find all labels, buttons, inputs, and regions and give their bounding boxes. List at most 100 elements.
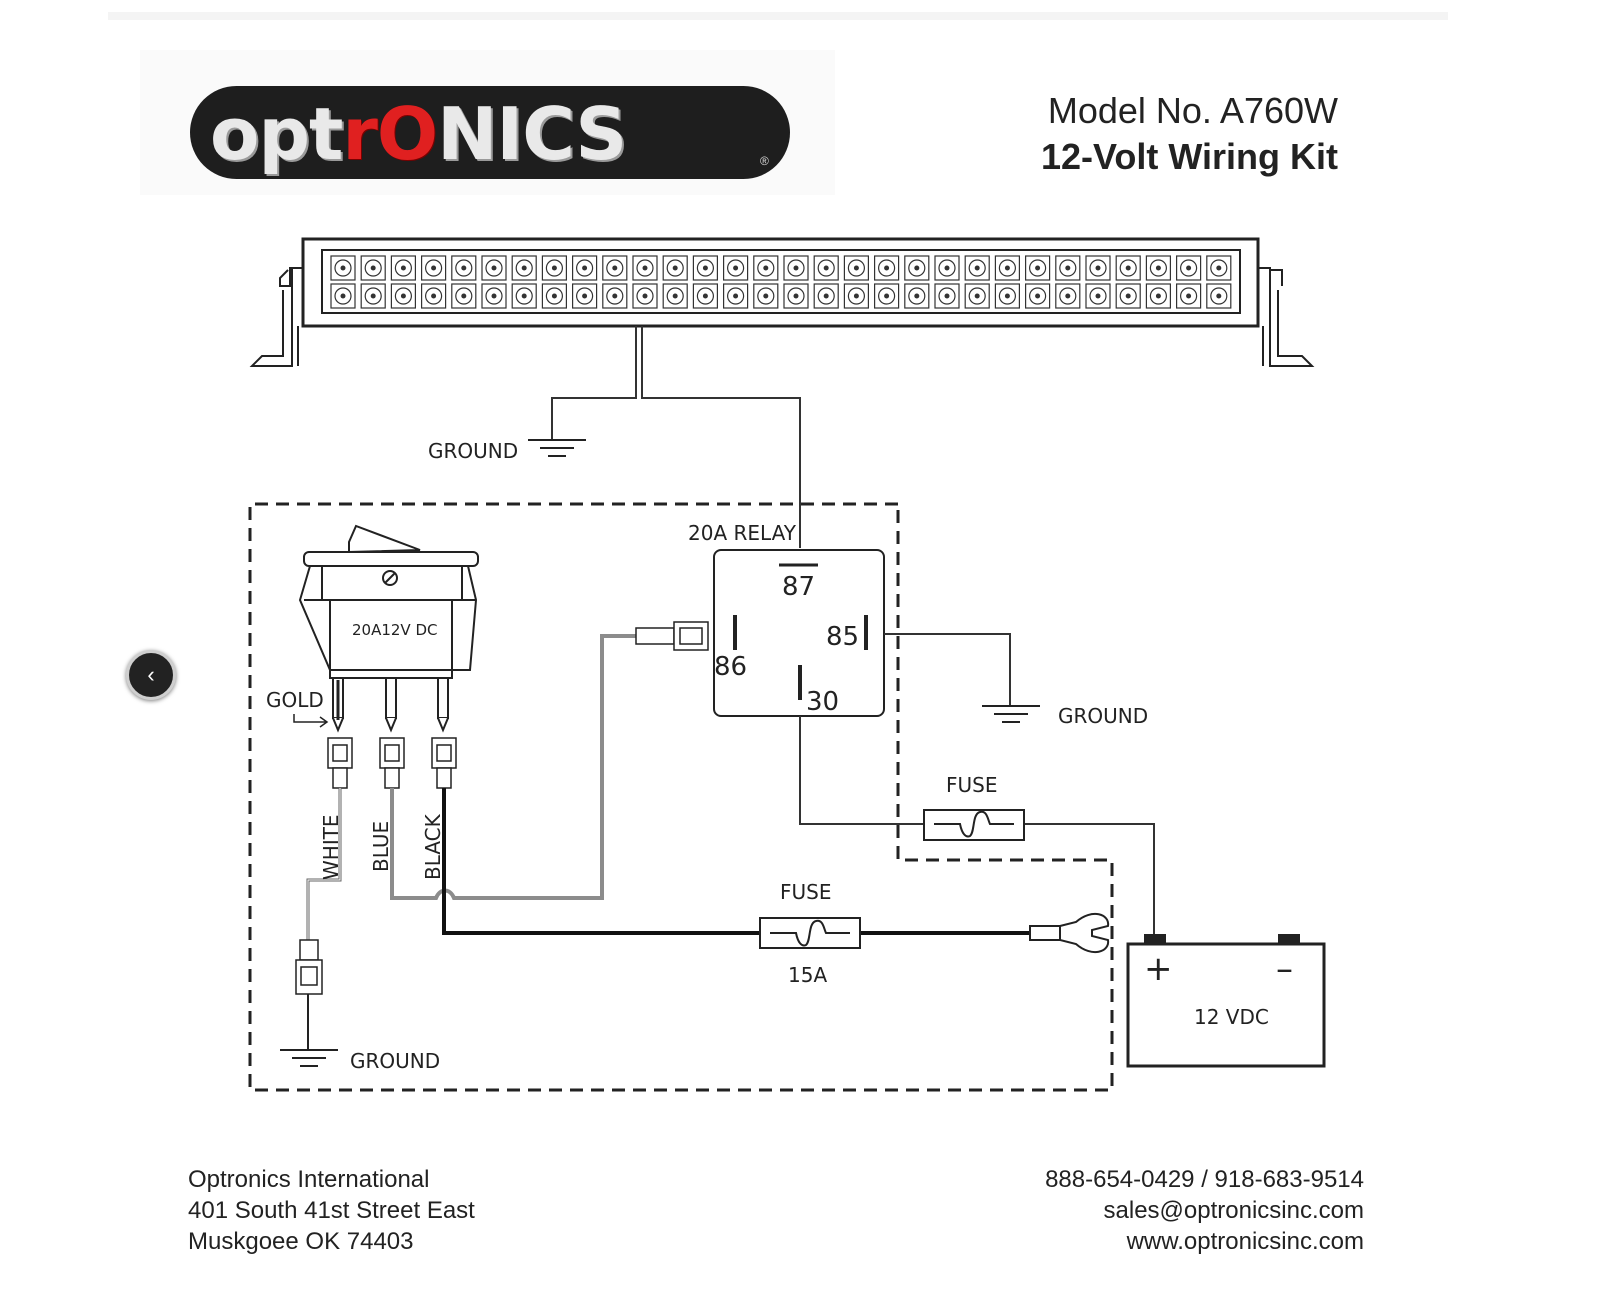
gold-label: GOLD — [266, 688, 324, 712]
fuse-upper — [923, 809, 1025, 841]
led-diode — [1216, 293, 1222, 299]
led-diode — [763, 265, 769, 271]
led-diode — [400, 293, 406, 299]
led-lens — [938, 287, 956, 305]
led-diode — [582, 293, 588, 299]
light-bar-leads — [551, 326, 801, 548]
led-diode — [491, 265, 497, 271]
led-lens — [485, 259, 503, 277]
kit-title: 12-Volt Wiring Kit — [1041, 136, 1338, 177]
led-lens — [817, 287, 835, 305]
led-lens — [1028, 287, 1047, 305]
white-ground-connector — [295, 939, 323, 995]
led-lens — [425, 287, 443, 305]
led-lens — [757, 287, 775, 305]
switch-rating: 20A12V DC — [352, 621, 438, 639]
fuse-lower — [759, 917, 861, 949]
led-lens — [968, 287, 986, 305]
led-diode — [733, 265, 739, 271]
relay-pin-86: 86 — [714, 652, 747, 682]
white-wire-label: WHITE — [319, 814, 343, 880]
led-diode — [612, 265, 618, 271]
fuse-lower-label: FUSE — [780, 880, 831, 904]
ground-symbol-top — [528, 439, 586, 457]
led-lens — [545, 287, 564, 305]
led-lens — [1149, 259, 1168, 277]
led-diode — [582, 265, 588, 271]
relay-title: 20A RELAY — [688, 521, 797, 545]
led-lens — [787, 287, 805, 305]
led-diode — [1095, 293, 1101, 299]
logo-wordmark: optrONICS — [210, 92, 627, 176]
led-lens — [545, 259, 564, 277]
led-diode — [1125, 265, 1131, 271]
led-lens — [726, 259, 745, 277]
brand-logo: optrONICS ® — [140, 50, 835, 195]
model-number: Model No. A760W — [1047, 90, 1338, 131]
ground-label-right: GROUND — [1058, 704, 1148, 728]
led-diode — [400, 265, 406, 271]
fuse-lower-rating: 15A — [788, 963, 827, 987]
led-diode — [340, 265, 346, 271]
led-lens — [364, 287, 382, 305]
led-lens — [455, 287, 473, 305]
led-lens — [908, 259, 926, 277]
previous-image-button[interactable]: ‹ — [126, 650, 176, 700]
phone-numbers: 888-654-0429 / 918-683-9514 — [1045, 1166, 1364, 1193]
led-diode — [551, 293, 557, 299]
battery-voltage: 12 VDC — [1194, 1005, 1269, 1029]
led-lens — [455, 259, 473, 277]
led-lens — [334, 259, 352, 277]
email-address: sales@optronicsinc.com — [1103, 1197, 1364, 1224]
led-diode — [340, 293, 346, 299]
switch-connectors — [327, 737, 457, 789]
led-light-bar — [249, 237, 1315, 367]
footer-address: Optronics International 401 South 41st S… — [188, 1164, 475, 1257]
led-lens — [908, 287, 926, 305]
blue-wire-label: BLUE — [369, 821, 393, 872]
led-lens — [636, 287, 654, 305]
led-diode — [884, 265, 890, 271]
led-diode — [612, 293, 618, 299]
led-lens — [364, 259, 382, 277]
led-lens — [1119, 287, 1137, 305]
led-array — [330, 255, 1232, 309]
led-diode — [551, 265, 557, 271]
led-diode — [1004, 265, 1010, 271]
relay-power-wire — [799, 716, 1155, 934]
rocker-switch — [298, 524, 479, 679]
black-wire — [442, 788, 1030, 935]
led-lens — [1059, 287, 1077, 305]
led-diode — [370, 265, 376, 271]
led-diode — [914, 265, 920, 271]
led-diode — [431, 293, 437, 299]
logo-background — [190, 86, 790, 179]
led-diode — [884, 293, 890, 299]
switch-prongs — [332, 677, 449, 733]
led-lens — [575, 287, 594, 305]
led-diode — [642, 265, 648, 271]
led-diode — [944, 265, 950, 271]
city-state-zip: Muskgoee OK 74403 — [188, 1228, 414, 1255]
relay-86-connector — [635, 621, 709, 651]
led-diode — [521, 293, 527, 299]
led-lens — [757, 259, 775, 277]
led-lens — [1210, 287, 1228, 305]
led-diode — [672, 293, 678, 299]
led-diode — [491, 293, 497, 299]
led-lens — [1210, 259, 1228, 277]
ground-symbol-right — [982, 705, 1040, 723]
led-lens — [1028, 259, 1047, 277]
led-diode — [1155, 293, 1161, 299]
led-lens — [1089, 287, 1107, 305]
white-wire-inner — [307, 788, 341, 940]
led-diode — [853, 265, 859, 271]
led-diode — [974, 265, 980, 271]
ring-terminal — [1029, 912, 1110, 954]
footer-contact: 888-654-0429 / 918-683-9514 sales@optron… — [1045, 1164, 1364, 1257]
led-diode — [672, 265, 678, 271]
gold-pointer — [293, 714, 329, 728]
led-lens — [636, 259, 654, 277]
led-diode — [763, 293, 769, 299]
